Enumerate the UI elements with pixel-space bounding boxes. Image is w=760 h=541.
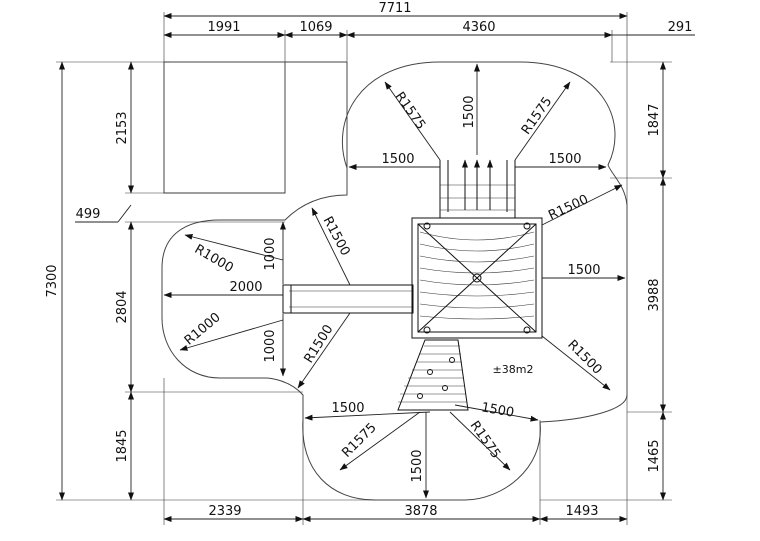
label-slide-lower-clear: 1000 bbox=[263, 329, 278, 362]
label-tower-radius-bottom: R1500 bbox=[564, 337, 604, 377]
dim-right-segment-2: 3988 bbox=[647, 278, 662, 311]
tower-deck bbox=[411, 217, 543, 339]
slide bbox=[282, 284, 414, 314]
dim-left-segment-1: 2153 bbox=[115, 111, 130, 144]
label-bottom-left-clear: 1500 bbox=[331, 401, 364, 416]
dim-bottom-segment-1: 2339 bbox=[208, 504, 241, 519]
dim-right-segment-1: 1847 bbox=[647, 103, 662, 136]
label-bottom-depth: 1500 bbox=[410, 449, 425, 482]
dim-left-segment-3: 1845 bbox=[115, 429, 130, 462]
label-bottom-radius-right: R1575 bbox=[467, 418, 503, 461]
label-top-radius-right: R1575 bbox=[519, 94, 555, 137]
label-tower-right-clear: 1500 bbox=[567, 263, 600, 278]
label-top-left-clear: 1500 bbox=[381, 152, 414, 167]
dim-bottom-segment-2: 3878 bbox=[404, 504, 437, 519]
label-bottom-radius-left: R1575 bbox=[339, 420, 379, 460]
safety-zone-outline bbox=[161, 61, 628, 501]
label-slide-clear: 2000 bbox=[229, 280, 262, 295]
stepping-ramp bbox=[397, 339, 469, 411]
dim-bottom-segment-3: 1493 bbox=[565, 504, 598, 519]
entry-ladder bbox=[439, 159, 516, 218]
label-top-right-clear: 1500 bbox=[548, 152, 581, 167]
label-top-depth: 1500 bbox=[462, 95, 477, 128]
dim-left-segment-2: 2804 bbox=[115, 290, 130, 323]
dim-overall-width: 7711 bbox=[378, 1, 411, 16]
dim-top-segment-1: 1991 bbox=[207, 20, 240, 35]
label-left-radius-top: R1000 bbox=[192, 242, 236, 276]
label-tower-radius-top: R1500 bbox=[546, 192, 591, 223]
label-slide-radius-lower: R1500 bbox=[302, 322, 337, 366]
dim-top-segment-3: 4360 bbox=[462, 20, 495, 35]
dim-right-segment-3: 1465 bbox=[647, 439, 662, 472]
external-dimension-labels: 7711 1991 1069 4360 291 7300 2153 2804 1… bbox=[45, 1, 692, 519]
label-bottom-right-clear: 1500 bbox=[480, 400, 515, 421]
label-top-radius-left: R1575 bbox=[392, 89, 428, 132]
dim-top-segment-2: 1069 bbox=[299, 20, 332, 35]
internal-dimension-labels: R1575 R1575 1500 1500 1500 R1500 1500 R1… bbox=[182, 89, 605, 482]
dim-left-total: 7300 bbox=[45, 264, 60, 297]
internal-clearances bbox=[163, 63, 626, 499]
label-area: ±38m2 bbox=[493, 363, 534, 376]
label-slide-upper-clear: 1000 bbox=[263, 237, 278, 270]
label-slide-radius-upper: R1500 bbox=[320, 214, 353, 258]
dim-left-offset: 499 bbox=[76, 207, 101, 222]
dim-top-right-offset: 291 bbox=[668, 20, 693, 35]
label-left-radius-bottom: R1000 bbox=[182, 310, 224, 349]
external-dimension-lines bbox=[56, 12, 695, 525]
